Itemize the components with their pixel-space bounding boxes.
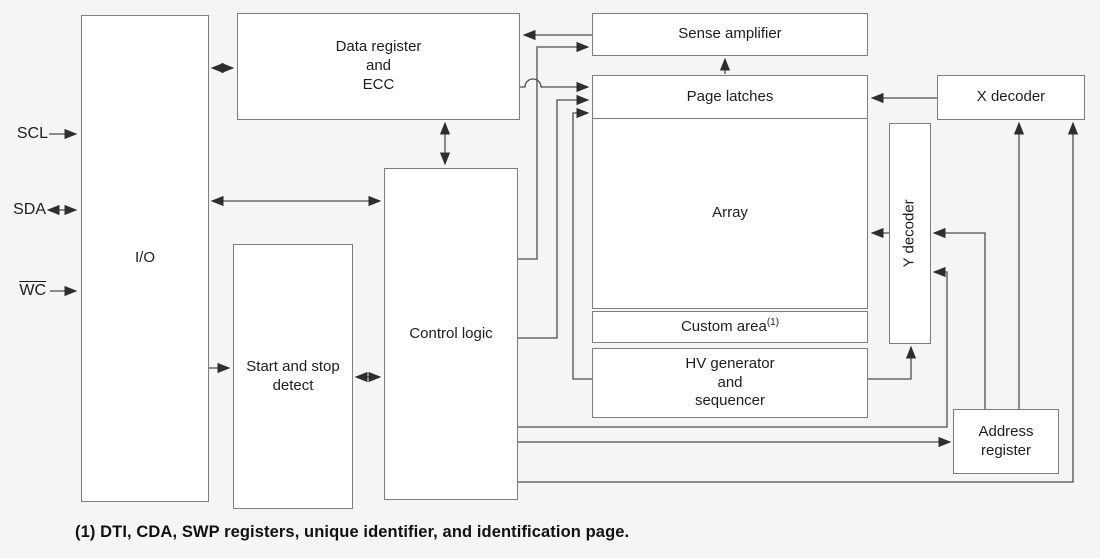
block-start-stop-detect: Start and stop detect [233,244,353,509]
block-y-decoder-label: Y decoder [900,199,918,268]
block-page-latches: Page latches [592,75,868,119]
block-io: I/O [81,15,209,502]
signal-sda-label: SDA [13,201,46,218]
block-hv-generator-sequencer-label: HV generator and sequencer [685,354,775,410]
block-address-register-label: Address register [978,422,1034,459]
block-array: Array [592,118,868,309]
signal-wc-label: WC [19,282,46,299]
block-x-decoder: X decoder [937,75,1085,120]
block-start-stop-detect-label: Start and stop detect [246,357,340,394]
block-address-register: Address register [953,409,1059,474]
wire-hvgenerator-pagelatches [572,107,592,380]
block-data-register-ecc: Data register and ECC [237,13,520,120]
block-array-label: Array [712,204,748,222]
custom-area-footnote-ref: (1) [766,316,780,328]
block-y-decoder: Y decoder [889,123,931,344]
block-control-logic: Control logic [384,168,518,500]
block-io-label: I/O [134,249,155,267]
block-hv-generator-sequencer: HV generator and sequencer [592,348,868,418]
block-data-register-ecc-label: Data register and ECC [335,38,422,93]
wire-controllogic-pagelatches [518,94,590,339]
wire-hvgenerator-ydecoder [868,345,917,380]
block-control-logic-label: Control logic [409,324,493,342]
block-page-latches-label: Page latches [686,87,774,105]
block-custom-area: Custom area(1) [592,311,868,343]
wire-controllogic-senseamp [518,41,590,260]
wire-addressregister-ydecoder [932,227,986,409]
block-custom-area-label: Custom area(1) [680,316,780,335]
footnote: (1) DTI, CDA, SWP registers, unique iden… [75,523,630,541]
signal-scl-label: SCL [16,125,48,142]
block-x-decoder-label: X decoder [976,88,1046,106]
block-sense-amplifier: Sense amplifier [592,13,868,56]
block-sense-amplifier-label: Sense amplifier [678,25,782,43]
wire-dataregister-pagelatches [520,78,590,93]
